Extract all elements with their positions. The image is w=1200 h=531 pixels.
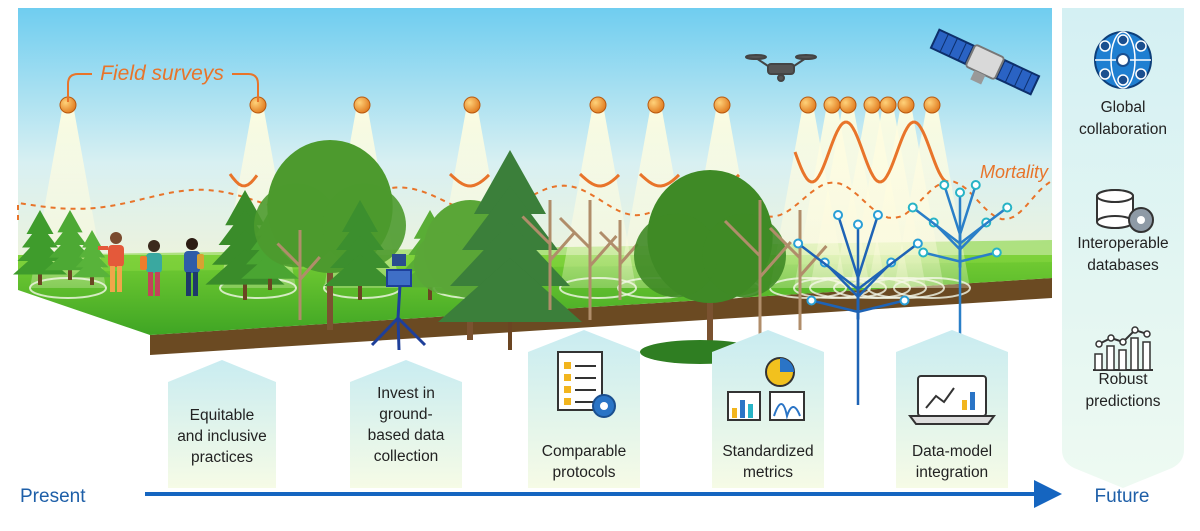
- field-surveys-label: Field surveys: [100, 62, 224, 85]
- survey-sensor-orb: [713, 96, 731, 114]
- outcome-label-line: collaboration: [1079, 121, 1167, 138]
- survey-sensor-orb: [897, 96, 915, 114]
- tripod-sensor: [370, 254, 427, 351]
- outcome-item-2: Interoperable databases: [1077, 189, 1169, 274]
- outcome-item-1: Global collaboration: [1079, 31, 1167, 138]
- field-researchers: [98, 232, 204, 296]
- stage-label-line: metrics: [743, 464, 793, 481]
- protocol-document-icon: [557, 351, 616, 418]
- bar-chart-trend-icon: [1093, 326, 1153, 371]
- mortality-high-frequency-segment: [793, 120, 948, 184]
- satellite-icon: [929, 28, 1041, 96]
- stage-label-line: Comparable: [542, 443, 626, 460]
- survey-sensor-orb: [647, 96, 665, 114]
- survey-sensor-orb: [823, 96, 841, 114]
- digital-tree: [907, 180, 1013, 335]
- mortality-observed-segment: [448, 172, 491, 188]
- stage-label-line: Data-model: [912, 443, 992, 460]
- metrics-charts-icon: [727, 357, 805, 421]
- survey-sensor-orb: [799, 96, 817, 114]
- stage-box-3: Comparable protocols: [528, 330, 640, 488]
- survey-plot-ring: [893, 277, 971, 299]
- stage-label-line: protocols: [553, 464, 616, 481]
- future-label: Future: [1095, 486, 1150, 507]
- survey-sensor-orb: [923, 96, 941, 114]
- stage-boxes: Equitable and inclusive practices Invest in…: [168, 330, 1008, 488]
- stage-label-line: based data: [368, 427, 445, 444]
- laptop-chart-icon: [908, 375, 996, 425]
- stage-box-background: [712, 330, 824, 488]
- conifer-tree: [72, 230, 112, 285]
- right-outcomes-panel: [1062, 8, 1184, 488]
- broadleaf-tree: [634, 170, 786, 360]
- stage-label-line: Invest in: [377, 385, 435, 402]
- mortality-observed-segment: [578, 172, 621, 188]
- outcome-item-3: Robust predictions: [1086, 326, 1161, 410]
- stage-label-line: practices: [191, 449, 253, 466]
- dead-tree: [276, 230, 321, 320]
- stage-label-line: and inclusive: [177, 428, 267, 445]
- timeline-arrow: [145, 480, 1062, 508]
- stage-label-line: Standardized: [722, 443, 813, 460]
- survey-sensor-orb: [839, 96, 857, 114]
- present-label: Present: [20, 486, 86, 507]
- forest-trees: [13, 140, 828, 364]
- stage-box-5: Data-model integration: [896, 330, 1008, 488]
- stage-label-line: collection: [374, 448, 439, 465]
- digital-tree: [793, 210, 923, 405]
- survey-sensor-orb: [589, 96, 607, 114]
- dead-tree: [768, 210, 828, 330]
- stage-box-background: [168, 360, 276, 488]
- dead-tree: [558, 200, 618, 320]
- conifer-tree: [438, 150, 582, 350]
- stage-box-1: Equitable and inclusive practices: [168, 360, 276, 488]
- outcome-label-line: predictions: [1086, 393, 1161, 410]
- database-gear-icon: [1096, 189, 1154, 233]
- survey-sensor-orb: [879, 96, 897, 114]
- outcome-label-line: Robust: [1098, 371, 1148, 388]
- survey-sensor-orb: [353, 96, 371, 114]
- survey-beam: [560, 110, 636, 288]
- outcome-label-line: Interoperable: [1077, 235, 1168, 252]
- globe-network-icon: [1094, 31, 1152, 89]
- mortality-label: Mortality: [980, 162, 1049, 182]
- conifer-tree: [324, 200, 396, 300]
- stage-label-line: integration: [916, 464, 988, 481]
- stage-label-line: Equitable: [190, 407, 255, 424]
- outcome-label-line: Global: [1101, 99, 1146, 116]
- survey-sensor-orb: [863, 96, 881, 114]
- mortality-observed-segment: [638, 172, 681, 188]
- stage-box-2: Invest in ground-based data collection: [350, 360, 462, 488]
- stage-box-4: Standardized metrics: [712, 330, 824, 488]
- dead-tree: [598, 220, 639, 300]
- dead-tree: [723, 200, 792, 340]
- field-surveys-label-group: Field surveys: [67, 62, 259, 102]
- dead-tree: [521, 200, 576, 310]
- drone-icon: [745, 54, 817, 82]
- mortality-observed-segment: [228, 173, 259, 188]
- outcome-label-line: databases: [1087, 257, 1159, 274]
- digital-trees: [793, 180, 1013, 405]
- stage-label-line: ground-: [379, 406, 432, 423]
- survey-sensor-orb: [463, 96, 481, 114]
- stage-box-background: [350, 360, 462, 488]
